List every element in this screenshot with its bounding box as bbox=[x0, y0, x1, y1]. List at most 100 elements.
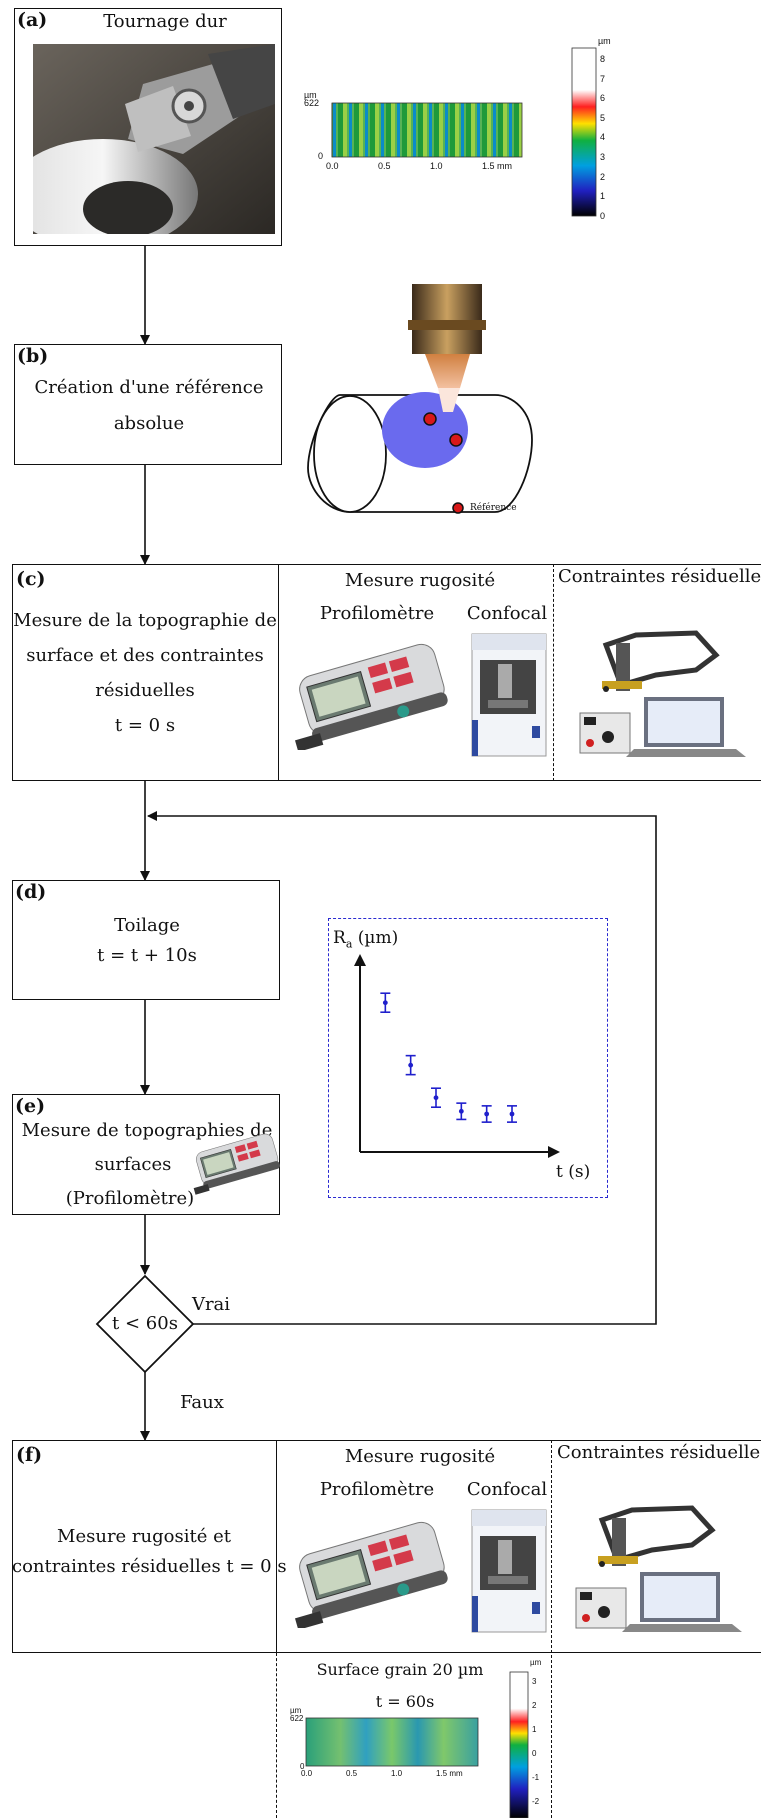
topo2-scale-tick: 0 bbox=[532, 1749, 537, 1758]
step-f-residual-title: Contraintes résiduelles bbox=[557, 1442, 761, 1463]
step-f-rough-title: Mesure rugosité bbox=[344, 1446, 496, 1467]
chart-y-label-sub: a bbox=[345, 937, 353, 951]
data-point bbox=[509, 1111, 515, 1117]
step-f-confocal-label: Confocal bbox=[466, 1479, 548, 1500]
topo2-scale-unit: µm bbox=[530, 1658, 542, 1667]
topo1-scale-tick: 3 bbox=[600, 151, 606, 162]
chart-y-label: Ra (µm) bbox=[333, 928, 398, 950]
topo1-scale-ticks: 8 7 6 5 4 3 2 1 0 bbox=[600, 50, 605, 226]
step-a-title: Tournage dur bbox=[103, 11, 227, 32]
topo2-time: t = 60s bbox=[375, 1692, 435, 1711]
residual-stress-instrument-icon bbox=[579, 630, 746, 757]
step-c-line1: Mesure de la topographie de bbox=[13, 610, 277, 631]
topo1-x-tick-3: 1.5 mm bbox=[482, 161, 513, 171]
topo1-scale-tick: 4 bbox=[600, 132, 606, 143]
step-c-divider bbox=[278, 564, 279, 781]
step-e-line2: surfaces bbox=[94, 1154, 172, 1175]
topography-2-graphic bbox=[305, 1671, 529, 1818]
step-c-line4: t = 0 s bbox=[114, 715, 176, 736]
laser-reference-illustration bbox=[307, 284, 533, 514]
topo2-scale-ticks: 3 2 1 0 -1 -2 bbox=[532, 1670, 539, 1814]
topo1-y-top: 622 bbox=[304, 98, 320, 108]
topo1-scale-tick: 0 bbox=[600, 210, 606, 221]
topo2-scale-tick: 3 bbox=[532, 1677, 537, 1686]
step-f-dashed-divider bbox=[551, 1440, 552, 1818]
data-point bbox=[433, 1095, 439, 1101]
topo2-y-top: 622 bbox=[290, 1714, 304, 1723]
step-c-line2: surface et des contraintes bbox=[26, 645, 264, 666]
topo2-x-tick-1: 0.5 bbox=[346, 1769, 358, 1778]
step-c-label: (c) bbox=[16, 568, 46, 590]
decision-false-label: Faux bbox=[180, 1392, 224, 1413]
topo1-scale-tick: 6 bbox=[600, 93, 606, 104]
topo2-x-tick-2: 1.0 bbox=[391, 1769, 403, 1778]
topo2-y-bottom: 0 bbox=[300, 1762, 305, 1771]
topo1-scale-tick: 8 bbox=[600, 54, 606, 64]
step-c-confocal-label: Confocal bbox=[466, 603, 548, 624]
confocal-microscope-icon bbox=[471, 633, 547, 757]
topo1-unit: µm bbox=[304, 90, 317, 100]
confocal-microscope-icon bbox=[471, 1509, 547, 1633]
step-f-profilometer-label: Profilomètre bbox=[319, 1479, 435, 1500]
topo1-x-tick-2: 1.0 bbox=[430, 161, 443, 171]
chart-x-label: t (s) bbox=[556, 1162, 591, 1182]
data-point bbox=[458, 1108, 464, 1114]
turning-tool-photo bbox=[33, 44, 275, 234]
step-a-box: (a) Tournage dur bbox=[14, 8, 282, 246]
step-b-line2: absolue bbox=[113, 413, 185, 434]
step-e-line1: Mesure de topographies de bbox=[21, 1120, 273, 1141]
step-d-label: (d) bbox=[15, 881, 47, 903]
topo2-x-tick-0: 0.0 bbox=[301, 1769, 313, 1778]
topo1-scale-tick: 7 bbox=[600, 73, 606, 84]
decision-true-label: Vrai bbox=[191, 1294, 231, 1315]
step-b-line1: Création d'une référence bbox=[34, 377, 264, 398]
step-f-line2: contraintes résiduelles t = 0 s bbox=[12, 1556, 287, 1577]
topo1-x-tick-0: 0.0 bbox=[326, 161, 339, 171]
topo1-scale-tick: 2 bbox=[600, 171, 606, 182]
residual-stress-instrument-icon bbox=[575, 1505, 742, 1632]
step-c-residual-title: Contraintes résiduelles bbox=[558, 566, 761, 587]
topography-map-initial: µm 622 0 0.0 0.5 1.0 1.5 mm µm 8 7 6 5 4… bbox=[290, 30, 620, 221]
topo1-x-tick-1: 0.5 bbox=[378, 161, 391, 171]
reference-legend-label: Référence bbox=[470, 503, 517, 513]
data-point bbox=[408, 1062, 414, 1068]
topo2-title: Surface grain 20 µm bbox=[316, 1660, 484, 1679]
topo2-scale-tick: -1 bbox=[532, 1773, 540, 1782]
topo1-scale-tick: 5 bbox=[600, 112, 606, 123]
step-f-lower-dashed-left bbox=[276, 1653, 277, 1818]
step-e-label: (e) bbox=[15, 1095, 46, 1117]
data-point bbox=[382, 1000, 388, 1006]
topo1-y-bottom: 0 bbox=[318, 151, 324, 161]
topo2-scale-tick: 1 bbox=[532, 1725, 537, 1734]
step-b-box: (b) Création d'une référence absolue bbox=[14, 344, 282, 465]
topo1-scale-tick: 1 bbox=[600, 191, 606, 202]
step-c-rough-title: Mesure rugosité bbox=[344, 570, 496, 591]
step-d-box: (d) Toilage t = t + 10s bbox=[12, 880, 280, 1000]
step-a-label: (a) bbox=[17, 9, 48, 31]
roughness-chart-frame bbox=[328, 918, 608, 1198]
topo2-scale-tick: -2 bbox=[532, 1797, 540, 1806]
step-f-divider bbox=[276, 1440, 277, 1653]
decision-diamond bbox=[95, 1274, 195, 1374]
step-e-line3: (Profilomètre) bbox=[65, 1188, 195, 1209]
step-e-box: (e) Mesure de topographies de surfaces (… bbox=[12, 1094, 280, 1215]
data-point bbox=[484, 1111, 490, 1117]
decision-text: t < 60s bbox=[112, 1313, 178, 1334]
step-d-line2: t = t + 10s bbox=[97, 945, 197, 966]
step-f-label: (f) bbox=[16, 1444, 43, 1466]
profilometer-small-icon bbox=[193, 1133, 280, 1195]
topo2-unit: µm bbox=[290, 1706, 302, 1715]
step-c-dashed-divider bbox=[553, 564, 554, 781]
topography-1-graphic bbox=[331, 47, 597, 217]
step-c-profilometer-label: Profilomètre bbox=[319, 603, 435, 624]
profilometer-icon bbox=[295, 1521, 448, 1628]
step-f-line1: Mesure rugosité et bbox=[57, 1526, 231, 1547]
step-c-line3: résiduelles bbox=[95, 680, 195, 701]
topo2-scale-tick: 2 bbox=[532, 1701, 537, 1710]
roughness-chart bbox=[354, 954, 560, 1158]
profilometer-icon bbox=[295, 643, 448, 750]
topo2-x-tick-3: 1.5 mm bbox=[436, 1769, 463, 1778]
step-d-line1: Toilage bbox=[114, 915, 180, 936]
step-b-label: (b) bbox=[17, 345, 49, 367]
